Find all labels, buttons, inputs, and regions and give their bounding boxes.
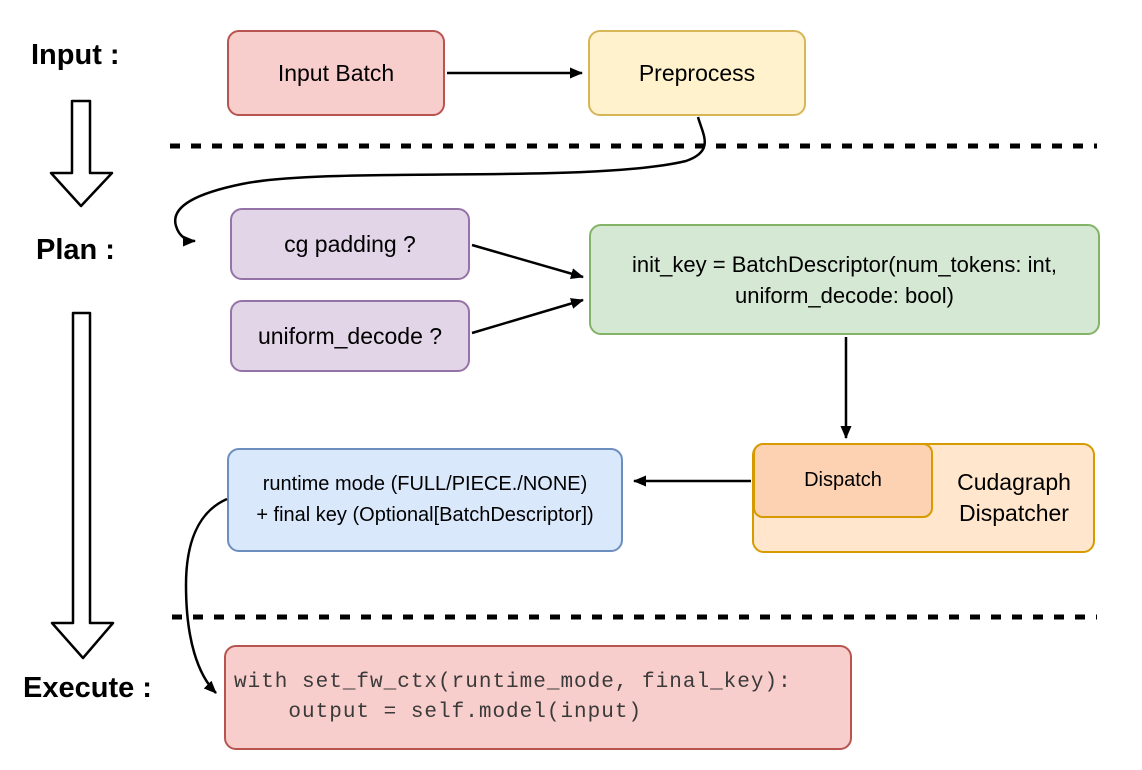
node-runtime-mode: runtime mode (FULL/PIECE./NONE) + final … — [227, 448, 623, 552]
node-cg-padding: cg padding ? — [230, 208, 470, 280]
execute-code-line2: output = self.model(input) — [234, 700, 643, 724]
flow-arrow-plan-to-execute — [50, 311, 115, 660]
node-init-key-line1: init_key = BatchDescriptor(num_tokens: i… — [632, 251, 1057, 277]
node-preprocess: Preprocess — [588, 30, 806, 116]
node-init-key: init_key = BatchDescriptor(num_tokens: i… — [589, 224, 1100, 335]
edge-runtime-mode-to-execute-code — [184, 497, 228, 694]
execute-code-line1: with set_fw_ctx(runtime_mode, final_key)… — [234, 670, 792, 694]
node-dispatch: Dispatch — [753, 443, 933, 518]
node-cg-padding-label: cg padding ? — [284, 230, 416, 257]
node-execute-code: with set_fw_ctx(runtime_mode, final_key)… — [224, 645, 852, 750]
edge-cg-padding-to-init-key — [471, 243, 584, 279]
stage-label-input: Input : — [31, 39, 120, 71]
node-cudagraph-dispatcher-label: Cudagraph Dispatcher — [957, 469, 1071, 526]
stage-label-execute: Execute : — [23, 672, 152, 704]
stage-label-plan: Plan : — [36, 234, 115, 266]
node-uniform-decode: uniform_decode ? — [230, 300, 470, 372]
node-runtime-mode-line1: runtime mode (FULL/PIECE./NONE) — [262, 473, 588, 495]
flow-arrow-input-to-plan — [49, 99, 114, 208]
node-uniform-decode-label: uniform_decode ? — [257, 322, 443, 349]
node-preprocess-label: Preprocess — [638, 59, 756, 86]
node-input-batch: Input Batch — [227, 30, 445, 116]
node-dispatch-label: Dispatch — [804, 469, 882, 491]
node-input-batch-label: Input Batch — [277, 59, 395, 86]
node-runtime-mode-line2: + final key (Optional[BatchDescriptor]) — [256, 504, 594, 526]
node-init-key-line2: uniform_decode: bool) — [735, 282, 954, 308]
edge-uniform-decode-to-init-key — [471, 298, 584, 335]
